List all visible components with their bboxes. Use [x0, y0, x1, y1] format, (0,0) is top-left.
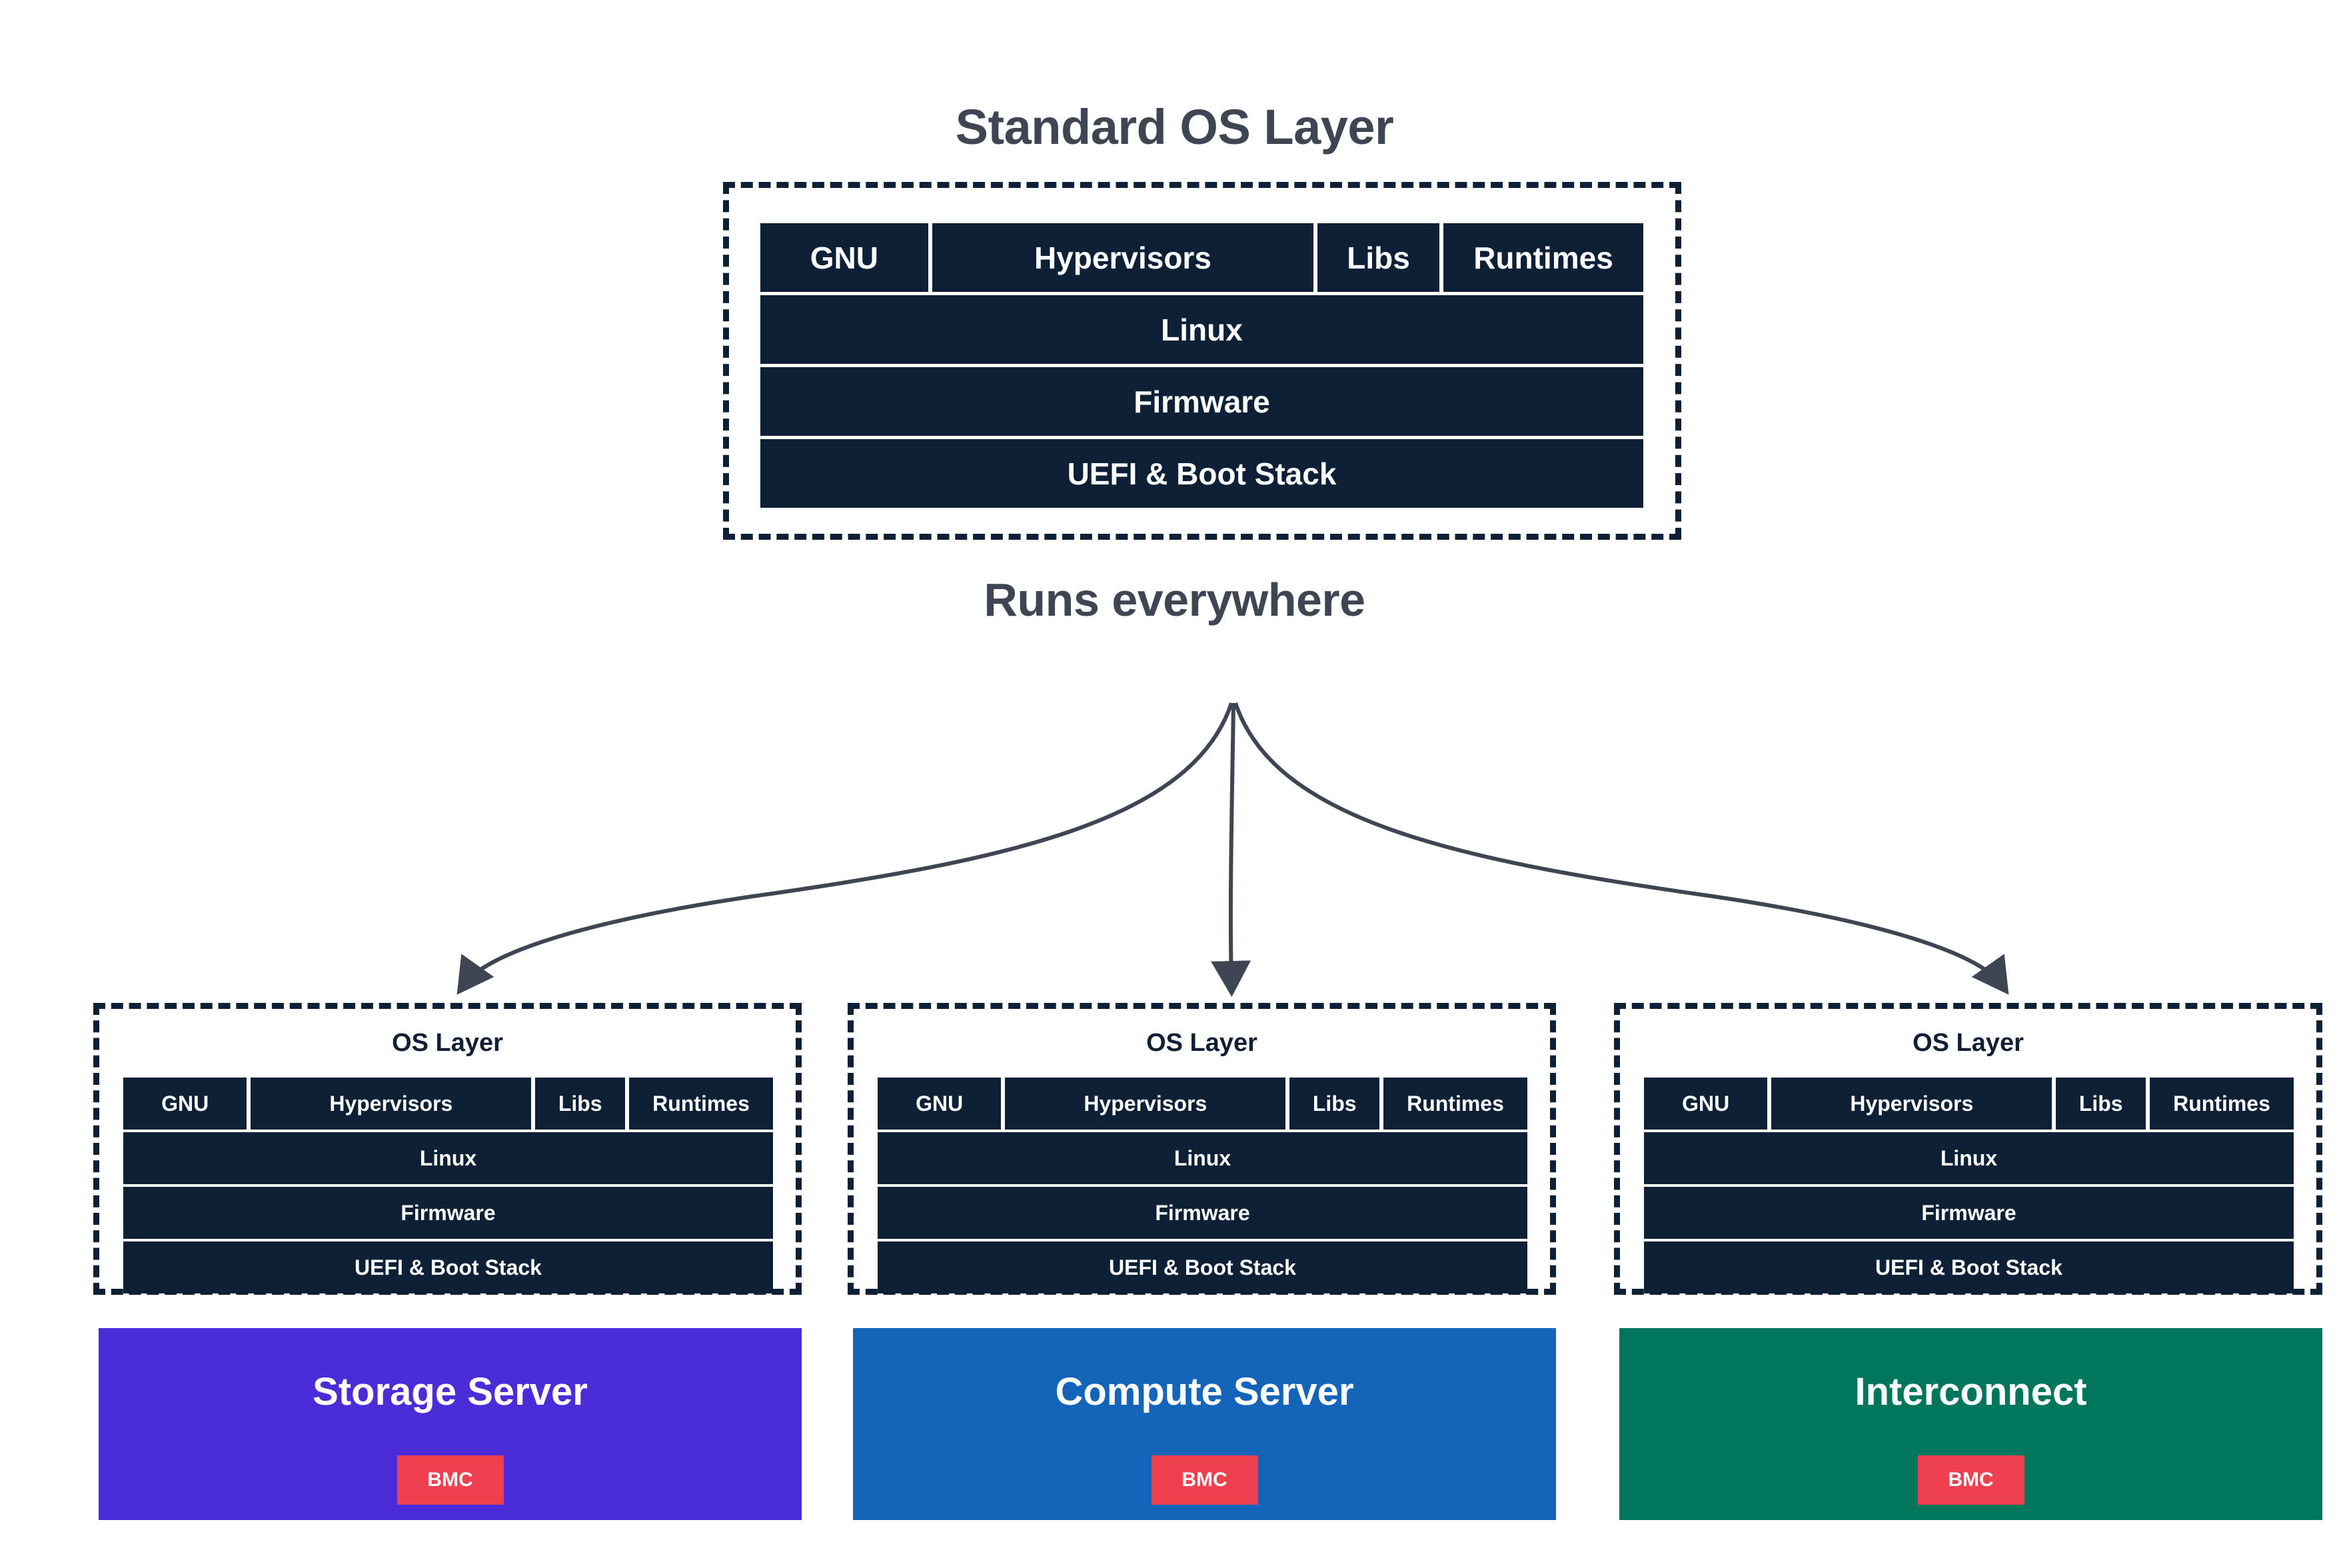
stack-cell-runtimes[interactable]: Runtimes — [628, 1078, 773, 1130]
arrow-to-compute-server — [1211, 702, 1251, 997]
stack-row-linux[interactable]: Linux — [1644, 1132, 2294, 1184]
platform-title-storage-server: Storage Server — [313, 1370, 588, 1413]
stack-cell-hypervisors[interactable]: Hypervisors — [932, 223, 1314, 292]
stack-cell-gnu[interactable]: GNU — [878, 1078, 1002, 1130]
stack-row-uefi-boot-stack[interactable]: UEFI & Boot Stack — [1644, 1241, 2294, 1293]
platform-storage-server[interactable]: Storage Server BMC — [99, 1328, 802, 1520]
stack-cell-libs[interactable]: Libs — [1317, 223, 1439, 292]
stack-cell-libs[interactable]: Libs — [2056, 1078, 2146, 1130]
arrow-to-interconnect — [1233, 702, 2009, 995]
stack-cell-runtimes[interactable]: Runtimes — [2149, 1078, 2294, 1130]
stack-top-row: GNU Hypervisors Libs Runtimes — [878, 1078, 1527, 1130]
os-layer-label-storage-server: OS Layer — [392, 1029, 503, 1057]
stack-cell-runtimes[interactable]: Runtimes — [1443, 223, 1643, 292]
stack-row-uefi-boot-stack[interactable]: UEFI & Boot Stack — [123, 1241, 773, 1293]
os-layer-label-compute-server: OS Layer — [1146, 1029, 1257, 1057]
stack-row-linux[interactable]: Linux — [878, 1132, 1527, 1184]
stack-row-uefi-boot-stack[interactable]: UEFI & Boot Stack — [878, 1241, 1527, 1293]
stack-row-uefi-boot-stack[interactable]: UEFI & Boot Stack — [760, 439, 1643, 508]
stack-row-linux[interactable]: Linux — [123, 1132, 773, 1184]
os-layer-label-interconnect: OS Layer — [1913, 1029, 2024, 1057]
stack-cell-runtimes[interactable]: Runtimes — [1383, 1078, 1527, 1130]
stack-row-firmware[interactable]: Firmware — [878, 1187, 1527, 1239]
bmc-badge-interconnect[interactable]: BMC — [1917, 1455, 2024, 1505]
bmc-badge-compute-server[interactable]: BMC — [1151, 1455, 1258, 1505]
stack-top-row: GNU Hypervisors Libs Runtimes — [760, 223, 1643, 292]
compute-server-os-stack: GNU Hypervisors Libs Runtimes Linux Firm… — [878, 1078, 1527, 1293]
runs-everywhere-caption: Runs everywhere — [984, 574, 1365, 626]
stack-cell-gnu[interactable]: GNU — [760, 223, 928, 292]
stack-cell-libs[interactable]: Libs — [1289, 1078, 1379, 1130]
standard-os-layer-stack: GNU Hypervisors Libs Runtimes Linux Firm… — [760, 223, 1643, 508]
stack-cell-gnu[interactable]: GNU — [123, 1078, 247, 1130]
stack-row-linux[interactable]: Linux — [760, 295, 1643, 364]
platform-compute-server[interactable]: Compute Server BMC — [853, 1328, 1556, 1520]
arrow-to-storage-server — [456, 702, 1233, 995]
page-title: Standard OS Layer — [955, 99, 1394, 155]
platform-interconnect[interactable]: Interconnect BMC — [1619, 1328, 2322, 1520]
platform-title-compute-server: Compute Server — [1055, 1370, 1354, 1413]
stack-cell-hypervisors[interactable]: Hypervisors — [251, 1078, 532, 1130]
bmc-badge-storage-server[interactable]: BMC — [396, 1455, 504, 1505]
stack-cell-libs[interactable]: Libs — [535, 1078, 625, 1130]
storage-server-os-stack: GNU Hypervisors Libs Runtimes Linux Firm… — [123, 1078, 773, 1293]
standard-os-layer-dashed-boundary — [723, 182, 1681, 540]
interconnect-os-stack: GNU Hypervisors Libs Runtimes Linux Firm… — [1644, 1078, 2294, 1293]
stack-top-row: GNU Hypervisors Libs Runtimes — [1644, 1078, 2294, 1130]
stack-row-firmware[interactable]: Firmware — [1644, 1187, 2294, 1239]
stack-cell-hypervisors[interactable]: Hypervisors — [1005, 1078, 1286, 1130]
stack-cell-hypervisors[interactable]: Hypervisors — [1771, 1078, 2052, 1130]
stack-row-firmware[interactable]: Firmware — [123, 1187, 773, 1239]
stack-top-row: GNU Hypervisors Libs Runtimes — [123, 1078, 773, 1130]
platform-title-interconnect: Interconnect — [1855, 1370, 2087, 1413]
stack-row-firmware[interactable]: Firmware — [760, 367, 1643, 436]
stack-cell-gnu[interactable]: GNU — [1644, 1078, 1768, 1130]
